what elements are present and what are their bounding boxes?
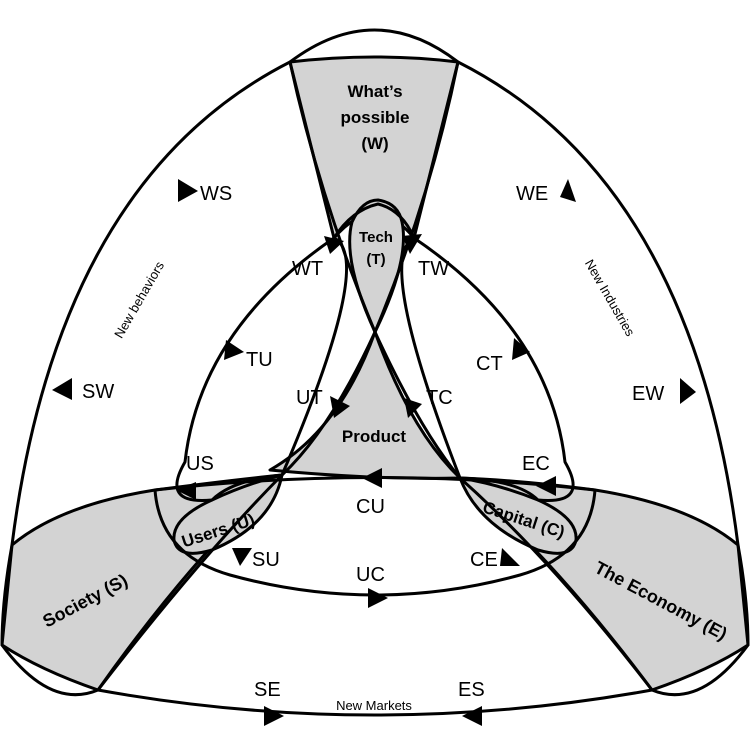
inner-loop bbox=[175, 236, 349, 503]
new-industries-annotation: New Industries bbox=[582, 257, 638, 339]
outer-boundary bbox=[0, 28, 750, 717]
arrow-ws bbox=[178, 179, 198, 202]
arrow-ce bbox=[500, 548, 520, 566]
arrow-uc bbox=[368, 588, 388, 608]
flow-label-ws: WS bbox=[200, 183, 232, 205]
arrow-ew bbox=[680, 378, 696, 404]
arrow-cu bbox=[362, 468, 382, 488]
flow-label-cu: CU bbox=[356, 496, 385, 518]
arrow-ut bbox=[330, 396, 350, 418]
flow-label-ut: UT bbox=[296, 387, 323, 409]
flow-label-ec: EC bbox=[522, 453, 550, 475]
flow-label-ew: EW bbox=[632, 383, 664, 405]
arrow-wt bbox=[324, 236, 344, 254]
arrow-su bbox=[232, 548, 252, 566]
flow-label-ce: CE bbox=[470, 549, 498, 571]
arrow-us bbox=[176, 482, 196, 500]
crossing-line-2 bbox=[96, 61, 460, 691]
arrow-se bbox=[264, 706, 284, 726]
flow-label-su: SU bbox=[252, 549, 280, 571]
flow-label-sw: SW bbox=[82, 381, 114, 403]
tech-label-1: Tech bbox=[359, 229, 393, 246]
whats-possible-label-2: possible bbox=[341, 108, 410, 127]
crossing-line-1 bbox=[288, 61, 654, 691]
whats-possible-label-3: (W) bbox=[361, 134, 388, 153]
crossing-line-left bbox=[332, 202, 416, 239]
tech-label-2: (T) bbox=[366, 251, 385, 268]
flow-label-tw: TW bbox=[418, 258, 449, 280]
flow-label-tc: TC bbox=[426, 387, 453, 409]
new-markets-annotation: New Markets bbox=[336, 698, 412, 713]
arrow-sw bbox=[52, 378, 72, 400]
flow-label-tu: TU bbox=[246, 349, 273, 371]
whats-possible-label-1: What’s bbox=[347, 82, 402, 101]
flow-label-se: SE bbox=[254, 679, 281, 701]
arrow-ec bbox=[536, 476, 556, 496]
flow-label-es: ES bbox=[458, 679, 485, 701]
arrow-es bbox=[462, 706, 482, 726]
arrow-tu bbox=[224, 340, 244, 360]
product-label: Product bbox=[342, 427, 407, 446]
arrow-tc bbox=[404, 398, 422, 418]
flow-label-ct: CT bbox=[476, 353, 503, 375]
arrow-we bbox=[560, 179, 576, 202]
arrowheads bbox=[52, 179, 696, 726]
flow-label-wt: WT bbox=[292, 258, 323, 280]
arrow-ct bbox=[512, 338, 530, 360]
inner-loop-right bbox=[400, 236, 575, 503]
arrow-tw bbox=[402, 234, 422, 254]
flow-label-us: US bbox=[186, 453, 214, 475]
flow-label-we: WE bbox=[516, 183, 548, 205]
new-behaviors-annotation: New behaviors bbox=[111, 258, 167, 340]
flow-label-uc: UC bbox=[356, 564, 385, 586]
